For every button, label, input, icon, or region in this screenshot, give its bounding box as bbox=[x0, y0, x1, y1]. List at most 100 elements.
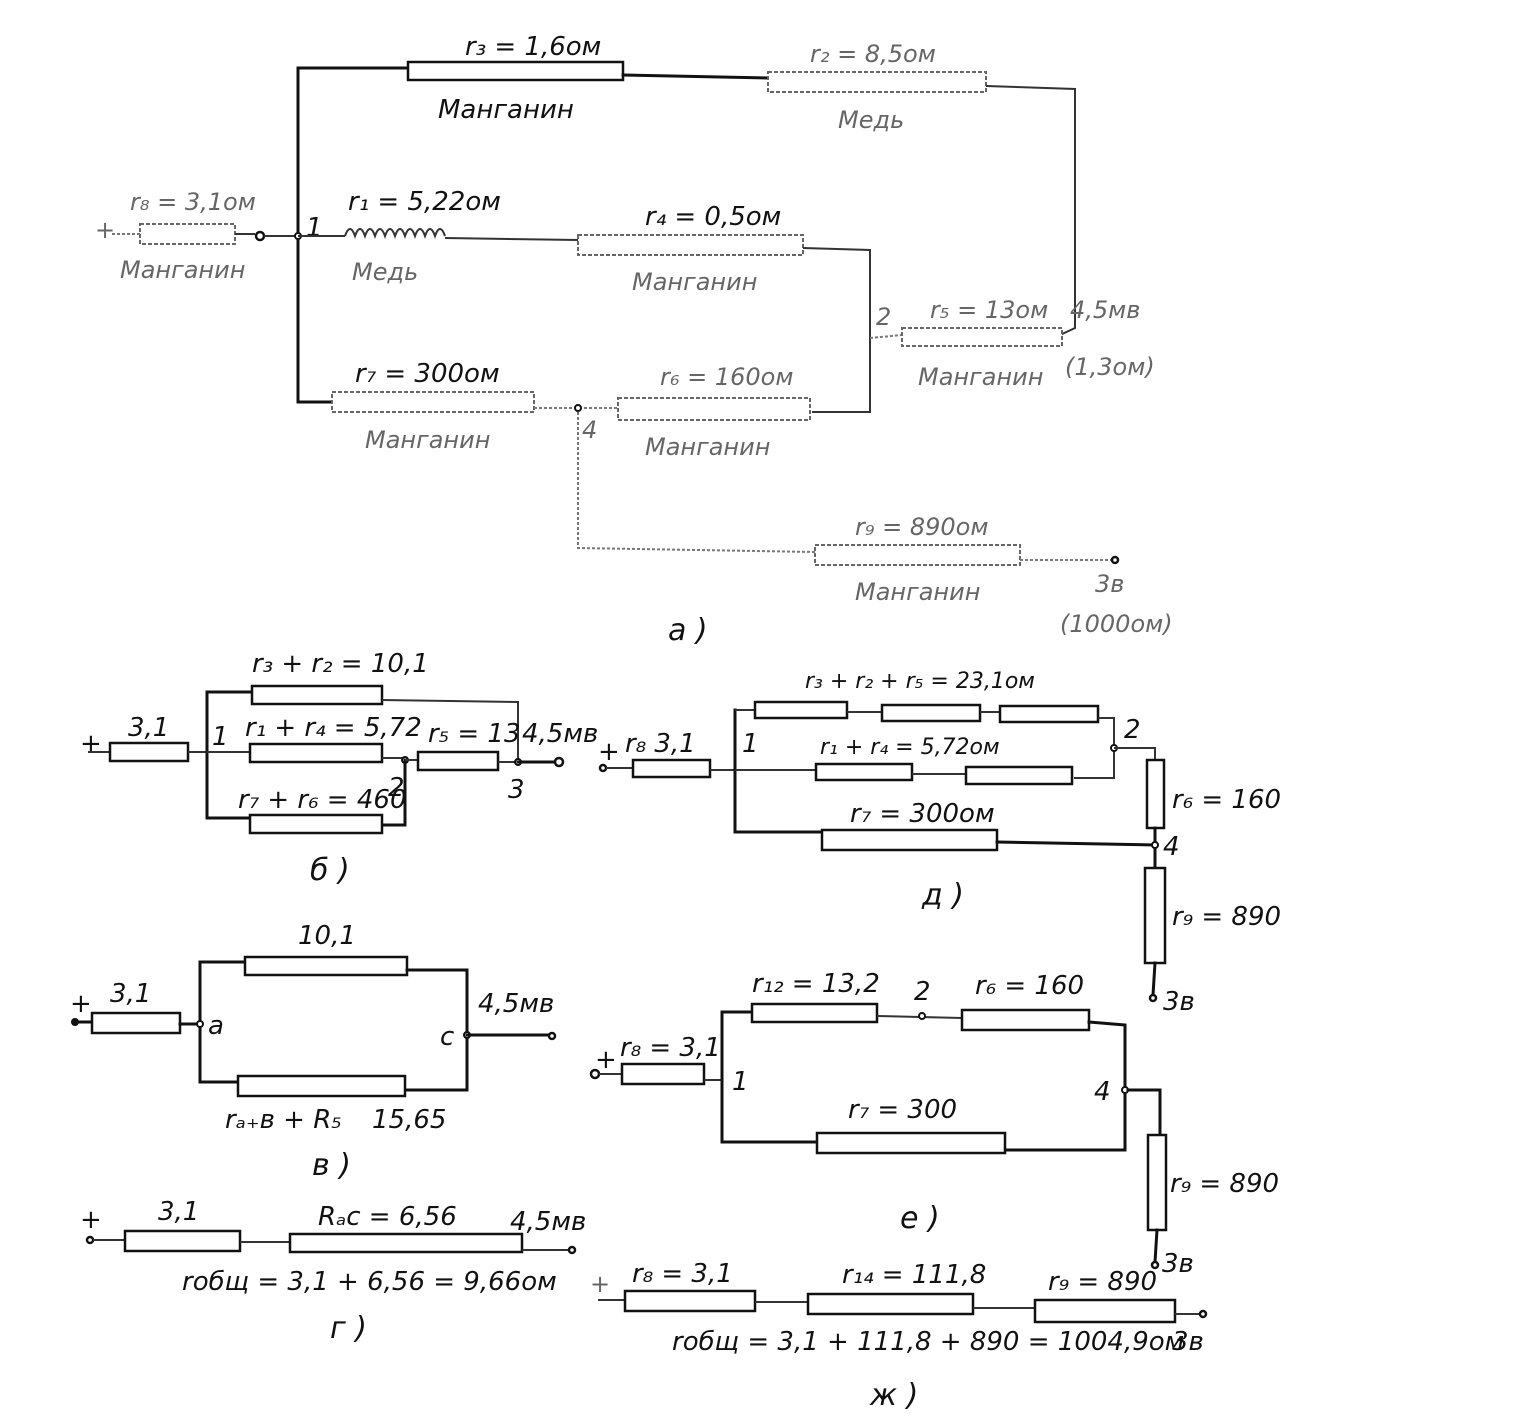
r-in-label: 3,1 bbox=[128, 713, 169, 743]
resistor-r7-r6 bbox=[248, 813, 384, 835]
r9-label: r₉ = 890ом bbox=[855, 513, 988, 541]
r8-label: r₈ = 3,1 bbox=[632, 1259, 733, 1289]
node-2-label: 2 bbox=[914, 977, 931, 1007]
node-4-label: 4 bbox=[1094, 1077, 1111, 1107]
r7-label: r₇ = 300ом bbox=[850, 799, 995, 829]
r5-note: 4,5мв bbox=[1070, 296, 1140, 324]
plus-sign: + bbox=[70, 989, 92, 1019]
r6-label: r₆ = 160 bbox=[1172, 785, 1281, 815]
node-2-label: 2 bbox=[1124, 715, 1141, 745]
r3-label: r₃ = 1,6ом bbox=[465, 32, 601, 62]
plus-sign: + bbox=[595, 1045, 617, 1075]
node-4-label: 4 bbox=[1163, 832, 1180, 862]
resistor-r8 bbox=[623, 1289, 757, 1313]
input-terminal bbox=[71, 1018, 79, 1026]
r-in-label: 3,1 bbox=[158, 1197, 199, 1227]
caption-d: д ) bbox=[921, 878, 964, 913]
wire bbox=[380, 758, 407, 827]
plus-sign: + bbox=[80, 1205, 102, 1235]
panel-d: + r₈ 3,1 1 r₃ + r₂ + r₅ = 23,1ом 2 r₁ + … bbox=[598, 669, 1281, 1017]
r5-material: Манганин bbox=[918, 363, 1043, 391]
wire-bus-node1 bbox=[720, 1010, 819, 1144]
node-4 bbox=[574, 404, 582, 412]
input-terminal bbox=[85, 1235, 95, 1245]
wire-bus-node1 bbox=[205, 690, 252, 820]
wire-bus-node1 bbox=[733, 708, 824, 834]
output-terminal bbox=[1198, 1309, 1208, 1319]
node-c-label: c bbox=[440, 1022, 454, 1052]
r6-material: Манганин bbox=[645, 433, 770, 461]
resistor-r4 bbox=[577, 234, 804, 256]
wire bbox=[995, 840, 1157, 847]
output-terminal bbox=[547, 1031, 557, 1041]
wire-r9 bbox=[577, 412, 816, 553]
r8-label: r₈ 3,1 bbox=[625, 729, 696, 759]
resistor-r7 bbox=[820, 828, 999, 852]
r7-material: Манганин bbox=[365, 426, 490, 454]
wire-node2 bbox=[1074, 717, 1115, 779]
resistor-r6 bbox=[960, 1008, 1091, 1032]
resistor-r3 bbox=[406, 60, 625, 82]
mid-label: r₁ + r₄ = 5,72 bbox=[245, 713, 422, 743]
resistor-r8 bbox=[631, 758, 712, 779]
resistor-rac bbox=[288, 1232, 524, 1254]
rac-label: Rₐc = 6,56 bbox=[318, 1202, 457, 1232]
r7-label: r₇ = 300ом bbox=[355, 359, 500, 389]
r14-label: r₁₄ = 111,8 bbox=[842, 1260, 986, 1290]
wire bbox=[621, 73, 770, 80]
resistor-r-in bbox=[123, 1229, 242, 1253]
top-label: 10,1 bbox=[298, 921, 356, 951]
r9-label: r₉ = 890 bbox=[1170, 1169, 1279, 1199]
resistor-r6 bbox=[1145, 758, 1166, 830]
wire-bus-c bbox=[403, 968, 469, 1092]
output-terminal bbox=[567, 1245, 577, 1255]
output-terminal bbox=[1150, 1260, 1160, 1270]
resistor-bottom bbox=[236, 1074, 407, 1098]
node-1-label: 1 bbox=[212, 722, 229, 752]
wire bbox=[444, 237, 579, 241]
resistor-r12 bbox=[750, 1002, 879, 1024]
resistor-r3-r2 bbox=[250, 684, 384, 706]
r1-label: r₁ = 5,22ом bbox=[348, 187, 501, 217]
node-1-label: 1 bbox=[306, 213, 323, 243]
r8-label: r₈ = 3,1 bbox=[620, 1033, 721, 1063]
wire bbox=[381, 699, 519, 762]
plus-sign: + bbox=[590, 1270, 610, 1298]
terminal bbox=[254, 230, 266, 242]
formula: rобщ = 3,1 + 111,8 + 890 = 1004,9ом bbox=[672, 1327, 1184, 1357]
resistor-r1-coil bbox=[344, 228, 446, 239]
r9-material: Манганин bbox=[855, 578, 980, 606]
node-3-label: 3 bbox=[508, 775, 525, 805]
output-terminal bbox=[1148, 993, 1158, 1003]
panel-zh: + r₈ = 3,1 r₁₄ = 111,8 r₉ = 890 3в rобщ … bbox=[590, 1259, 1208, 1413]
wire bbox=[1126, 1088, 1162, 1137]
wire bbox=[1153, 1228, 1159, 1264]
wire bbox=[1151, 961, 1157, 997]
output-voltage: 3в bbox=[1162, 1249, 1194, 1279]
resistor-r-in bbox=[108, 741, 190, 763]
r2-material: Медь bbox=[838, 106, 904, 134]
formula: rобщ = 3,1 + 6,56 = 9,66ом bbox=[182, 1267, 557, 1297]
resistor-r6 bbox=[617, 397, 811, 421]
wire-to-r5 bbox=[985, 85, 1076, 336]
r4-material: Манганин bbox=[632, 268, 757, 296]
caption-v: в ) bbox=[312, 1148, 351, 1183]
node-1-label: 1 bbox=[732, 1067, 749, 1097]
caption-zh: ж ) bbox=[869, 1378, 918, 1413]
resistor-r14 bbox=[806, 1292, 975, 1316]
panel-e: + r₈ = 3,1 1 r₁₂ = 13,2 2 r₆ = 160 r₇ = … bbox=[589, 969, 1279, 1279]
resistor-r8 bbox=[139, 223, 236, 245]
bottom-label: rₐ₊в + R₅ bbox=[225, 1105, 342, 1135]
resistor-r5 bbox=[901, 327, 1063, 347]
resistor-r9 bbox=[1143, 866, 1167, 965]
r6-label: r₆ = 160ом bbox=[660, 363, 793, 391]
r1-material: Медь bbox=[352, 258, 418, 286]
plus-sign: + bbox=[80, 729, 102, 759]
input-terminal bbox=[598, 763, 608, 773]
output-voltage: 4,5мв bbox=[510, 1207, 586, 1237]
plus-sign: + bbox=[95, 216, 115, 244]
node-a bbox=[196, 1020, 204, 1028]
resistor-r4 bbox=[964, 765, 1074, 786]
top-label: r₃ + r₂ + r₅ = 23,1ом bbox=[805, 669, 1035, 694]
